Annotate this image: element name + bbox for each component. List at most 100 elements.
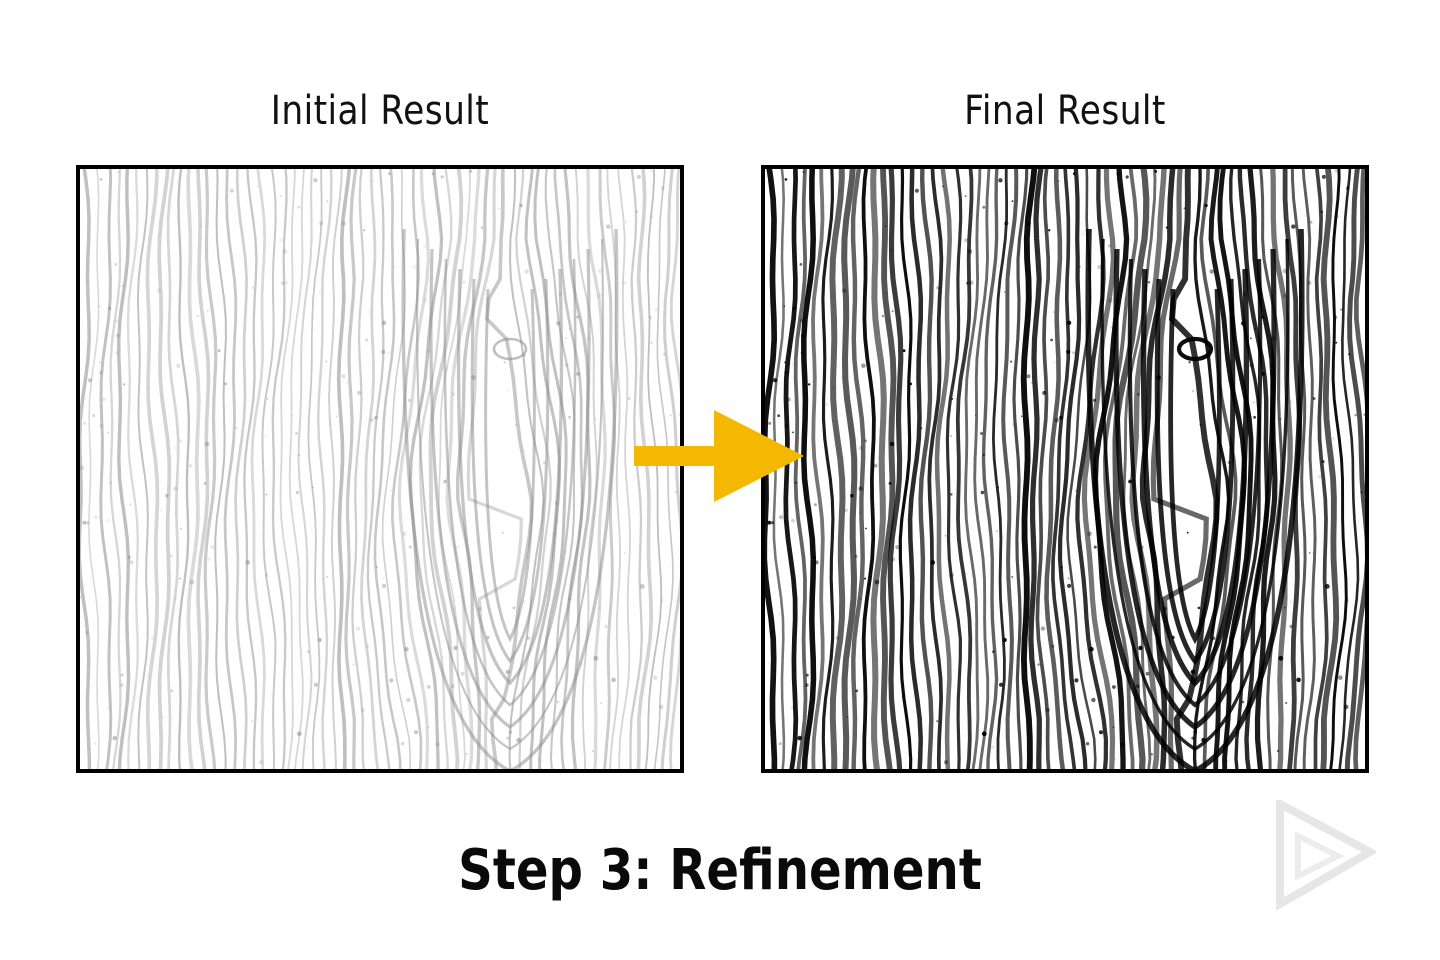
grain-speckle [1060, 566, 1063, 569]
grain-speckle [88, 378, 93, 383]
grain-speckle [107, 431, 109, 434]
grain-speckle [1224, 759, 1229, 763]
grain-speckle [1191, 736, 1195, 740]
grain-speckle [129, 560, 134, 565]
grain-line [793, 169, 808, 769]
grain-speckle [1261, 315, 1265, 319]
grain-arc [1085, 228, 1305, 769]
grain-line [544, 169, 576, 769]
grain-speckle [881, 315, 884, 318]
grain-speckle [603, 399, 608, 404]
grain-speckle [526, 636, 531, 641]
grain-line [783, 169, 799, 769]
grain-speckle [1048, 229, 1051, 232]
grain-line [1020, 169, 1038, 769]
grain-speckle [650, 341, 653, 344]
grain-speckle [778, 515, 784, 520]
grain-speckle [94, 742, 97, 745]
grain-speckle [288, 213, 290, 215]
grain-line [955, 169, 974, 769]
grain-speckle [313, 178, 318, 183]
grain-speckle [443, 367, 449, 372]
grain-speckle [289, 414, 292, 416]
grain-speckle [895, 545, 900, 550]
grain-speckle [1093, 545, 1097, 549]
grain-speckle [447, 579, 450, 582]
grain-speckle [765, 595, 767, 599]
grain-speckle [101, 397, 106, 402]
grain-speckle [1115, 293, 1119, 297]
grain-speckle [83, 421, 87, 425]
final-result-image [761, 165, 1369, 773]
grain-speckle [889, 248, 894, 253]
grain-speckle [165, 493, 169, 498]
grain-speckle [429, 758, 432, 761]
grain-speckle [585, 374, 589, 378]
grain-speckle [1311, 552, 1314, 555]
grain-speckle [326, 200, 329, 202]
grain-speckle [1120, 742, 1125, 747]
grain-speckle [1067, 577, 1070, 580]
grain-speckle [675, 491, 678, 494]
grain-speckle [1026, 374, 1031, 379]
grain-speckle [784, 178, 788, 181]
grain-speckle [1138, 607, 1141, 610]
grain-speckle [216, 695, 219, 698]
grain-line [1057, 169, 1088, 769]
grain-speckle [189, 579, 195, 585]
grain-speckle [1263, 661, 1268, 667]
grain-speckle [1004, 221, 1009, 226]
grain-speckle [115, 333, 120, 338]
wood-grain-final [765, 169, 1365, 769]
grain-speckle [841, 288, 847, 293]
grain-speckle [357, 390, 362, 395]
grain-speckle [1253, 327, 1256, 330]
grain-speckle [1332, 437, 1334, 440]
grain-speckle [1211, 636, 1216, 641]
grain-line [1051, 169, 1077, 769]
grain-speckle [514, 423, 517, 426]
grain-arc [456, 268, 564, 686]
grain-speckle [1288, 399, 1293, 404]
grain-speckle [597, 293, 602, 298]
grain-line [1035, 169, 1051, 769]
grain-line [898, 169, 913, 769]
grain-speckle [802, 171, 805, 174]
grain-speckle [1191, 389, 1195, 393]
grain-line [617, 169, 632, 769]
grain-speckle [279, 238, 284, 243]
grain-speckle [180, 527, 182, 530]
initial-result-image [76, 165, 684, 773]
grain-line [466, 169, 523, 769]
grain-line [629, 169, 643, 769]
grain-speckle [188, 508, 190, 511]
grain-line [1028, 169, 1044, 769]
grain-speckle [1343, 704, 1349, 710]
grain-speckle [453, 645, 458, 651]
grain-speckle [1010, 360, 1013, 363]
grain-speckle [563, 550, 567, 554]
grain-speckle [224, 382, 228, 386]
grain-line [344, 169, 358, 769]
grain-speckle [949, 573, 954, 578]
grain-speckle [889, 441, 895, 447]
grain-speckle [511, 708, 514, 711]
grain-speckle [981, 731, 987, 737]
grain-speckle [1072, 172, 1076, 176]
grain-speckle [516, 737, 521, 743]
grain-speckle [1188, 361, 1191, 364]
grain-speckle [519, 203, 523, 208]
grain-line [880, 169, 897, 769]
grain-line [1168, 169, 1220, 769]
grain-speckle [658, 704, 664, 710]
grain-speckle [1183, 207, 1185, 209]
grain-speckle [462, 281, 466, 284]
grain-line [223, 169, 238, 769]
grain-speckle [578, 661, 583, 667]
grain-speckle [176, 363, 181, 368]
grain-speckle [1110, 327, 1112, 329]
grain-speckle [1253, 401, 1255, 404]
grain-line [1199, 169, 1238, 769]
grain-speckle [262, 284, 266, 288]
grain-line [850, 169, 866, 769]
